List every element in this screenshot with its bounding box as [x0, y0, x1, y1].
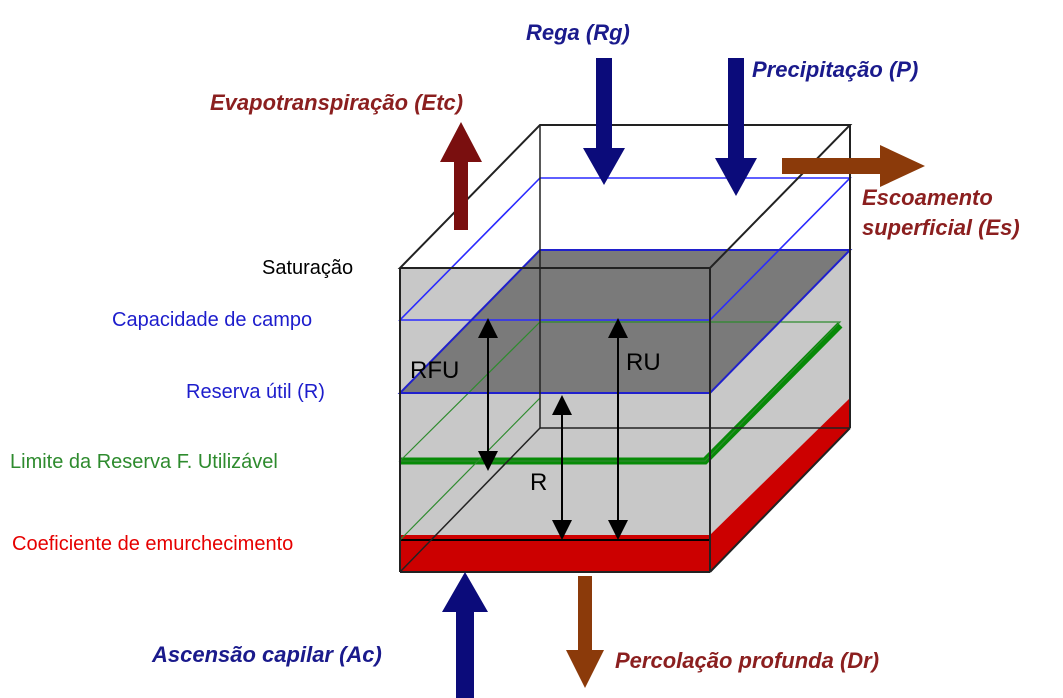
wilting-layer-side: [710, 398, 850, 572]
wilting-layer-front: [400, 535, 710, 572]
evapotranspiracao-arrow: [440, 122, 482, 230]
ru-label: RU: [626, 349, 661, 376]
escoamento-label-line2: superficial (Es): [862, 215, 1020, 240]
rega-arrow: [583, 58, 625, 185]
precipitacao-label: Precipitação (P): [752, 57, 918, 82]
flow-arrows: [440, 58, 925, 698]
dimension-arrows: RFU RU R: [410, 318, 661, 540]
r-label: R: [530, 469, 547, 496]
escoamento-label-line1: Escoamento: [862, 185, 993, 210]
precipitacao-arrow: [715, 58, 757, 196]
rega-label: Rega (Rg): [526, 20, 630, 45]
coeficiente-label: Coeficiente de emurchecimento: [12, 533, 293, 555]
level-labels: Saturação Capacidade de campo Reserva út…: [10, 257, 353, 555]
flow-labels: Rega (Rg) Precipitação (P) Evapotranspir…: [151, 20, 1020, 673]
percolacao-label: Percolação profunda (Dr): [615, 648, 879, 673]
reserva-util-label: Reserva útil (R): [186, 381, 325, 403]
ascensao-label: Ascensão capilar (Ac): [151, 642, 382, 667]
capacidade-campo-label: Capacidade de campo: [112, 309, 312, 331]
saturacao-label: Saturação: [262, 257, 353, 279]
evapotranspiracao-label: Evapotranspiração (Etc): [210, 90, 463, 115]
ascensao-arrow: [442, 572, 488, 698]
rfu-label: RFU: [410, 357, 459, 384]
percolacao-arrow: [566, 576, 604, 688]
escoamento-arrow: [782, 145, 925, 187]
limite-rfu-label: Limite da Reserva F. Utilizável: [10, 451, 278, 473]
